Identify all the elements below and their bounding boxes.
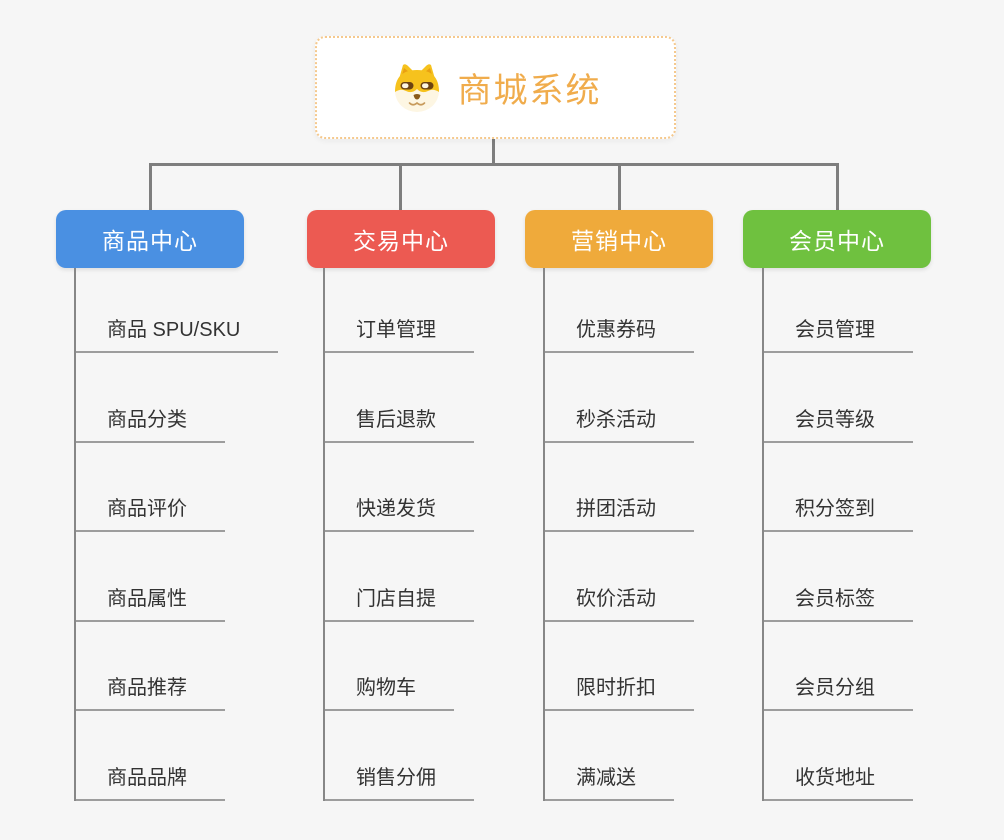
leaf-topic[interactable]: 收货地址	[764, 764, 913, 801]
branch-node-member-center[interactable]: 会员中心	[743, 210, 931, 268]
connector-drop	[618, 163, 621, 210]
branch-node-marketing-center[interactable]: 营销中心	[525, 210, 713, 268]
leaf-topic[interactable]: 商品品牌	[76, 764, 225, 801]
leaf-topic[interactable]: 会员管理	[764, 316, 913, 353]
branch-children-product: 商品 SPU/SKU 商品分类 商品评价 商品属性 商品推荐 商品品牌	[74, 268, 279, 801]
leaf-topic[interactable]: 秒杀活动	[545, 406, 694, 443]
leaf-topic[interactable]: 门店自提	[325, 585, 474, 622]
leaf-topic[interactable]: 售后退款	[325, 406, 474, 443]
branch-label: 会员中心	[789, 228, 885, 254]
leaf-topic[interactable]: 砍价活动	[545, 585, 694, 622]
connector-root-stem	[492, 139, 495, 164]
shiba-dog-icon	[394, 63, 439, 112]
connector-drop	[836, 163, 839, 210]
leaf-topic[interactable]: 商品分类	[76, 406, 225, 443]
leaf-topic[interactable]: 商品推荐	[76, 674, 225, 712]
connector-drop	[149, 163, 152, 210]
branch-node-product-center[interactable]: 商品中心	[56, 210, 244, 268]
branch-label: 商品中心	[102, 228, 198, 254]
leaf-topic[interactable]: 商品属性	[76, 585, 225, 622]
branch-label: 交易中心	[353, 228, 449, 254]
leaf-topic[interactable]: 会员分组	[764, 674, 913, 712]
leaf-topic[interactable]: 积分签到	[764, 495, 913, 533]
leaf-topic[interactable]: 会员等级	[764, 406, 913, 443]
leaf-topic[interactable]: 满减送	[545, 764, 674, 801]
branch-label: 营销中心	[571, 228, 667, 254]
branch-children-trade: 订单管理 售后退款 快递发货 门店自提 购物车 销售分佣	[323, 268, 474, 801]
leaf-topic[interactable]: 销售分佣	[325, 764, 474, 801]
leaf-topic[interactable]: 限时折扣	[545, 674, 694, 712]
root-title: 商城系统	[457, 72, 602, 110]
leaf-topic[interactable]: 订单管理	[325, 316, 474, 353]
leaf-topic[interactable]: 拼团活动	[545, 495, 694, 533]
branch-children-member: 会员管理 会员等级 积分签到 会员标签 会员分组 收货地址	[762, 268, 913, 801]
connector-horizontal	[150, 163, 839, 166]
leaf-topic[interactable]: 商品评价	[76, 495, 225, 533]
leaf-topic[interactable]: 购物车	[325, 674, 454, 712]
branch-node-trade-center[interactable]: 交易中心	[307, 210, 495, 268]
connector-drop	[399, 163, 402, 210]
leaf-topic[interactable]: 会员标签	[764, 585, 913, 622]
branch-children-marketing: 优惠券码 秒杀活动 拼团活动 砍价活动 限时折扣 满减送	[543, 268, 694, 801]
leaf-topic[interactable]: 商品 SPU/SKU	[76, 316, 279, 353]
root-topic[interactable]: 商城系统	[315, 36, 676, 139]
leaf-topic[interactable]: 快递发货	[325, 495, 474, 533]
leaf-topic[interactable]: 优惠券码	[545, 316, 694, 353]
